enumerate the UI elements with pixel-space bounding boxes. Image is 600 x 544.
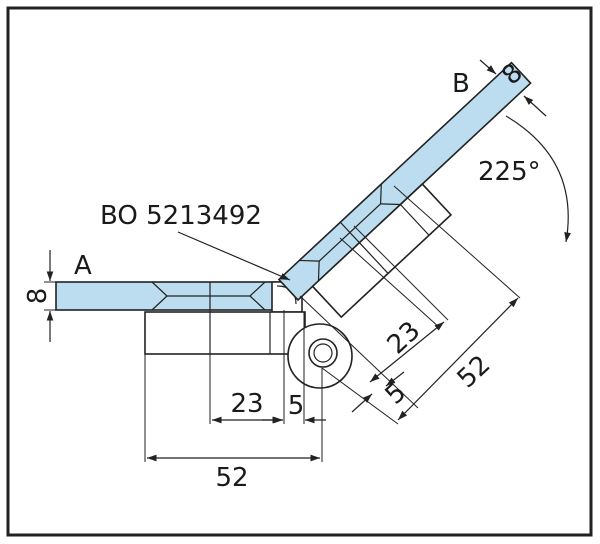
angle-label: 225° bbox=[478, 157, 541, 187]
dim-horizontal: 23 5 52 bbox=[144, 296, 326, 493]
hinge-plate-b bbox=[311, 182, 453, 319]
ext-d-1 bbox=[393, 185, 521, 299]
plate-b-body bbox=[311, 182, 453, 319]
dim-d-5-arrow-1 bbox=[351, 393, 373, 413]
dim-h-23-label: 23 bbox=[230, 389, 263, 419]
panel-b-label: B bbox=[452, 69, 470, 99]
part-number-leader bbox=[177, 231, 291, 281]
plate-b-line-1 bbox=[358, 242, 389, 274]
dim-h-5-label: 5 bbox=[288, 391, 305, 421]
hinge-base-plate bbox=[144, 311, 306, 355]
part-number-label: BO 5213492 bbox=[100, 201, 262, 231]
hinge-pivot bbox=[287, 323, 353, 389]
plate-b-line-2 bbox=[399, 204, 430, 236]
ext-d-5 bbox=[321, 367, 399, 425]
clamp-bevel-a-right bbox=[249, 295, 266, 311]
angle-arc bbox=[505, 115, 571, 243]
angle-indicator: 225° bbox=[478, 115, 571, 243]
clamp-bevel-a-left bbox=[151, 295, 168, 311]
glass-panel-a bbox=[55, 281, 295, 311]
dim-thickness-a-label: 8 bbox=[23, 288, 53, 305]
dim-thick-b-arrow-bottom bbox=[523, 95, 547, 117]
pivot-pin-outer bbox=[308, 338, 338, 368]
clamp-center-b bbox=[339, 221, 360, 244]
base-plate-body bbox=[144, 311, 306, 355]
panel-a-label: A bbox=[74, 251, 92, 281]
dim-thick-b-arrow-top bbox=[479, 59, 497, 75]
pivot-pin-inner bbox=[313, 343, 333, 363]
dim-thickness-a: 8 bbox=[23, 250, 56, 342]
dim-h-52-label: 52 bbox=[215, 463, 248, 493]
clamp-bevel-b-left bbox=[317, 261, 320, 281]
dim-d-52-line bbox=[397, 297, 519, 421]
clamp-recess-a-top bbox=[151, 281, 266, 297]
clamp-bevel-b-right bbox=[380, 203, 401, 206]
